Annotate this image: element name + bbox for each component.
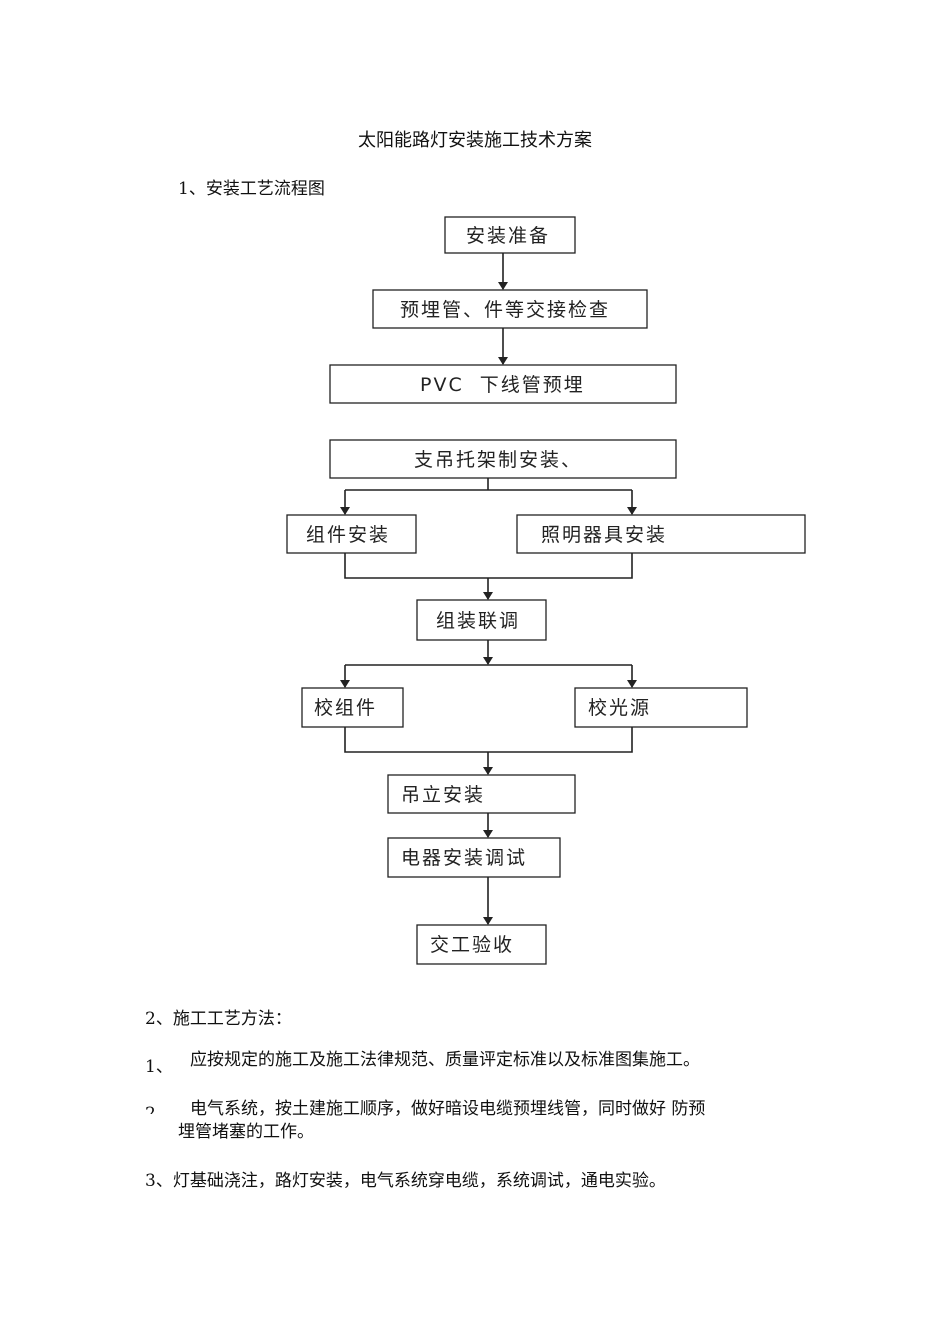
item-1-number: 1、 [145, 1057, 173, 1077]
item-2-text: 电气系统，按土建施工顺序，做好暗设电缆预埋线管，同时做好 防预 [190, 1099, 706, 1119]
svg-text:校组件: 校组件 [314, 697, 377, 719]
step-component-install: 组件安装 [286, 514, 417, 554]
step-handover: 交工验收 [416, 924, 547, 965]
section2-heading: 2、施工工艺方法： [145, 1009, 292, 1029]
svg-text:交工验收: 交工验收 [430, 934, 514, 956]
step-embedded-check: 预埋管、件等交接检查 [372, 289, 648, 329]
step-bracket-install: 支吊托架制安装、 [329, 439, 677, 479]
step-electrical-debug: 电器安装调试 [387, 837, 561, 878]
item-2-number: 2 [145, 1104, 156, 1114]
svg-text:组装联调: 组装联调 [436, 610, 520, 632]
document-title: 太阳能路灯安装施工技术方案 [358, 130, 592, 151]
svg-text:组件安装: 组件安装 [306, 524, 390, 546]
svg-text:电器安装调试: 电器安装调试 [401, 847, 527, 869]
step-prepare: 安装准备 [444, 216, 576, 254]
flow-connectors [340, 253, 637, 925]
flowchart: 安装准备 预埋管、件等交接检查 PVC 下线管预埋 支吊托架制安装、 组件安装 … [286, 216, 806, 965]
step-calibrate-light: 校光源 [574, 687, 748, 728]
svg-text:支吊托架制安装、: 支吊托架制安装、 [414, 449, 582, 471]
svg-text:校光源: 校光源 [588, 697, 651, 719]
item-1-text: 应按规定的施工及施工法律规范、质量评定标准以及标准图集施工。 [190, 1050, 700, 1070]
step-pvc-conduit: PVC 下线管预埋 [329, 364, 677, 404]
svg-text:PVC 下线管预埋: PVC 下线管预埋 [420, 374, 585, 396]
svg-text:预埋管、件等交接检查: 预埋管、件等交接检查 [400, 299, 610, 321]
step-luminaire-install: 照明器具安装 [516, 514, 806, 554]
step-hoist-install: 吊立安装 [387, 774, 576, 814]
svg-text:吊立安装: 吊立安装 [401, 784, 485, 806]
section1-heading: 1、安装工艺流程图 [178, 179, 325, 199]
svg-text:安装准备: 安装准备 [466, 225, 550, 247]
item-3-text: 3、灯基础浇注，路灯安装，电气系统穿电缆，系统调试，通电实验。 [145, 1171, 666, 1191]
item-2-text-line2: 埋管堵塞的工作。 [178, 1122, 314, 1142]
step-joint-debug: 组装联调 [416, 599, 547, 641]
step-calibrate-components: 校组件 [301, 687, 404, 728]
svg-text:照明器具安装: 照明器具安装 [541, 524, 667, 546]
